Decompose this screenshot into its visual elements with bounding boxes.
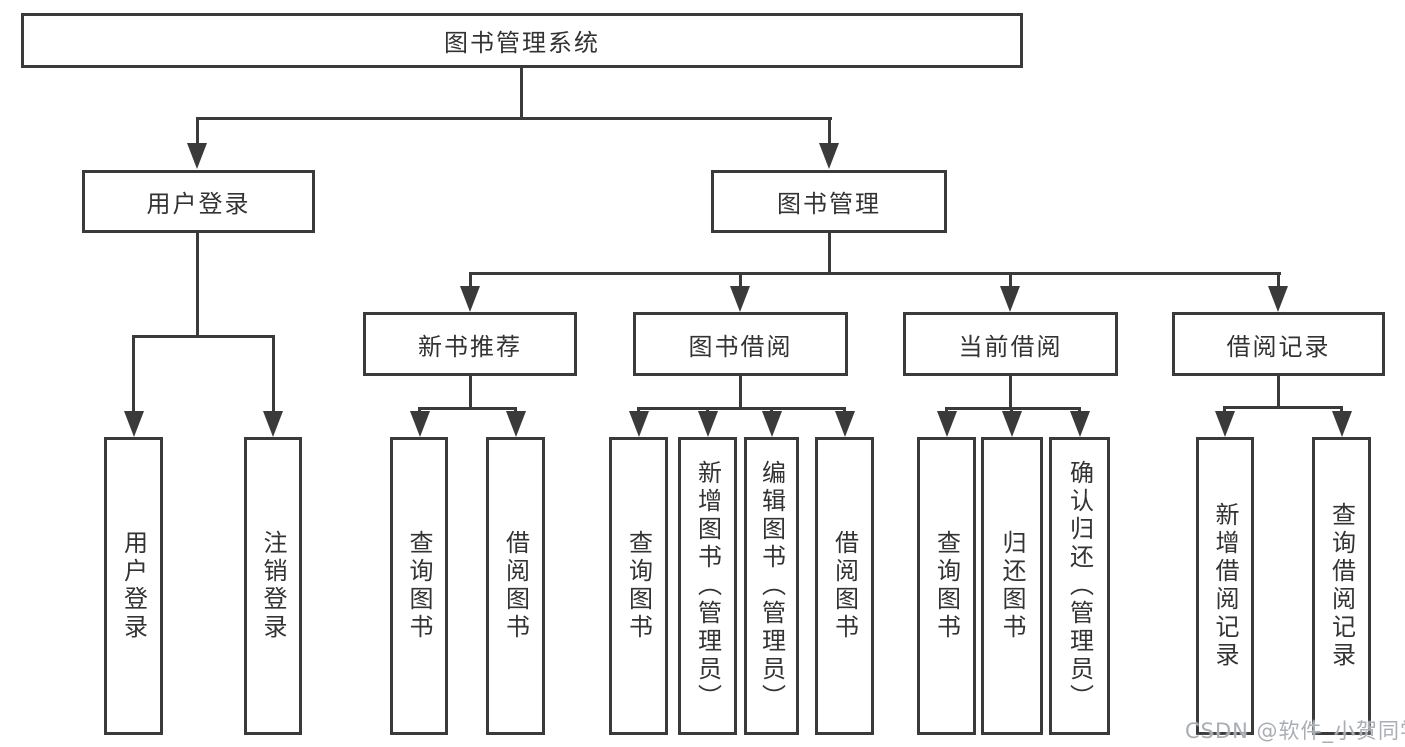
connector-arrow-down [187,143,207,169]
connector-line [1010,407,1013,413]
leaf-query-book-borrow-label: 查询图书 [624,530,653,642]
connector-line [196,117,199,144]
connector-arrow-down [1000,286,1020,312]
node-new-book-recommend: 新书推荐 [363,312,577,376]
connector-line [1009,376,1012,407]
node-borrow-records: 借阅记录 [1172,312,1385,376]
leaf-add-book-admin: 新增图书（管理员） [678,437,737,735]
connector-arrow-down [1002,411,1022,437]
connector-line [132,335,275,338]
connector-arrow-down [937,411,957,437]
connector-line [945,407,1081,410]
leaf-edit-book-admin-label: 编辑图书（管理员） [757,460,786,712]
leaf-logout: 注销登录 [244,437,302,735]
leaf-query-borrow-record: 查询借阅记录 [1312,437,1371,735]
connector-arrow-down [1332,411,1352,437]
connector-arrow-down [1070,411,1090,437]
connector-line [1277,272,1280,287]
connector-line [1340,406,1343,413]
connector-line [1078,407,1081,413]
connector-line [945,407,948,413]
connector-line [132,335,135,411]
node-borrow-records-label: 借阅记录 [1226,332,1331,361]
connector-line [770,407,773,413]
leaf-return-book: 归还图书 [981,437,1043,735]
leaf-edit-book-admin: 编辑图书（管理员） [744,437,799,735]
leaf-query-book-current-label: 查询图书 [932,530,961,642]
node-current-borrow: 当前借阅 [903,312,1118,376]
connector-arrow-down [124,411,144,437]
node-user-login-label: 用户登录 [146,190,251,218]
connector-line [1277,376,1280,406]
connector-line [637,407,846,410]
connector-line [514,407,517,413]
connector-arrow-down [730,286,750,312]
node-current-borrow-label: 当前借阅 [958,332,1063,361]
connector-arrow-down [410,411,430,437]
leaf-borrow-book-label: 借阅图书 [830,530,859,642]
connector-line [196,117,832,120]
connector-line [196,233,199,335]
leaf-confirm-return-admin-label: 确认归还（管理员） [1065,460,1094,712]
connector-arrow-down [460,286,480,312]
connector-line [1009,272,1012,287]
connector-line [469,272,1281,275]
leaf-confirm-return-admin: 确认归还（管理员） [1049,437,1110,735]
leaf-borrow-book: 借阅图书 [815,437,874,735]
connector-line [469,272,472,287]
leaf-add-borrow-record: 新增借阅记录 [1196,437,1254,735]
leaf-borrow-book-recommend-label: 借阅图书 [501,530,530,642]
leaf-user-login: 用户登录 [104,437,163,735]
leaf-add-book-admin-label: 新增图书（管理员） [693,460,722,712]
connector-line [739,272,742,287]
connector-line [739,376,742,407]
csdn-watermark: CSDN @软件_小贺同学 [1185,719,1405,743]
connector-line [418,407,421,413]
leaf-query-book-recommend-label: 查询图书 [405,530,433,642]
leaf-add-borrow-record-label: 新增借阅记录 [1211,502,1239,670]
node-book-borrow: 图书借阅 [633,312,848,376]
leaf-query-book-current: 查询图书 [917,437,976,735]
connector-line [843,407,846,413]
connector-line [828,233,831,272]
connector-line [1223,406,1226,413]
leaf-user-login-label: 用户登录 [119,530,148,642]
leaf-logout-label: 注销登录 [259,530,287,642]
leaf-query-book-recommend: 查询图书 [390,437,448,735]
connector-line [520,68,523,117]
leaf-return-book-label: 归还图书 [998,530,1026,642]
connector-arrow-down [762,411,782,437]
node-book-management: 图书管理 [711,170,947,233]
node-root-library-system: 图书管理系统 [21,13,1023,68]
connector-arrow-down [1215,411,1235,437]
connector-arrow-down [819,143,839,169]
connector-line [637,407,640,413]
connector-arrow-down [698,411,718,437]
leaf-query-book-borrow: 查询图书 [609,437,668,735]
node-book-borrow-label: 图书借阅 [688,332,793,361]
connector-line [469,376,472,407]
node-book-management-label: 图书管理 [777,190,881,218]
connector-arrow-down [506,411,526,437]
node-new-book-recommend-label: 新书推荐 [418,332,522,361]
connector-arrow-down [1268,286,1288,312]
connector-line [1223,406,1343,409]
node-root-label: 图书管理系统 [444,29,600,57]
leaf-borrow-book-recommend: 借阅图书 [486,437,545,735]
connector-line [418,407,517,410]
connector-arrow-down [263,411,283,437]
connector-arrow-down [835,411,855,437]
leaf-query-borrow-record-label: 查询借阅记录 [1327,502,1356,670]
connector-line [828,117,831,144]
connector-line [272,335,275,411]
node-user-login: 用户登录 [82,170,315,233]
connector-arrow-down [629,411,649,437]
connector-line [706,407,709,413]
